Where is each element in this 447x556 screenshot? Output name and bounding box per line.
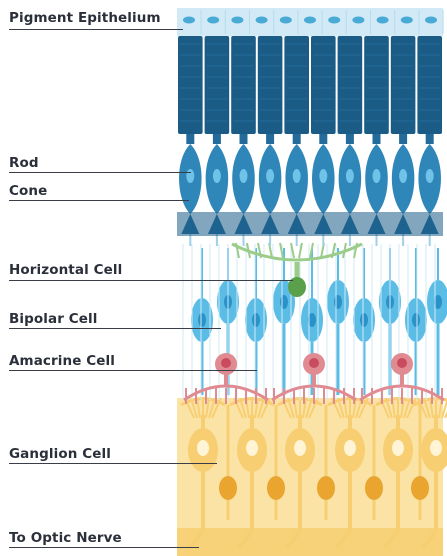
leader-line-amacrine-cell <box>9 370 257 371</box>
ganglion-nucleus <box>197 440 209 456</box>
outer-segment <box>178 36 203 134</box>
leader-line-cone <box>9 200 189 201</box>
ganglion-soma-small <box>267 476 285 500</box>
photoreceptor-nucleus <box>266 169 274 183</box>
connecting-cilium <box>319 134 327 144</box>
bipolar-cell <box>327 248 349 395</box>
outer-segment <box>258 36 283 134</box>
optic-nerve-layer <box>177 398 443 556</box>
bipolar-cell <box>427 248 447 395</box>
pigment-cell-nucleus <box>352 17 364 24</box>
photoreceptor-nucleus <box>373 169 381 183</box>
label-amacrine-cell: Amacrine Cell <box>9 353 115 369</box>
label-to-optic-nerve: To Optic Nerve <box>9 530 122 546</box>
connecting-cilium <box>426 134 434 144</box>
label-ganglion-cell: Ganglion Cell <box>9 446 111 462</box>
ganglion-nucleus <box>392 440 404 456</box>
pigment-epithelium-layer <box>177 8 443 36</box>
photoreceptor-band <box>177 212 443 236</box>
outer-segment <box>391 36 416 134</box>
connecting-cilium <box>213 134 221 144</box>
bipolar-nucleus <box>280 295 288 309</box>
outer-segment <box>205 36 230 134</box>
outer-segment <box>284 36 309 134</box>
amacrine-nucleus <box>309 358 319 368</box>
optic-nerve-fiber-band <box>177 528 443 556</box>
pigment-cell-nucleus <box>377 17 389 24</box>
label-rod: Rod <box>9 155 39 171</box>
label-cone: Cone <box>9 183 47 199</box>
photoreceptor-nucleus <box>293 169 301 183</box>
connecting-cilium <box>346 134 354 144</box>
amacrine-nucleus <box>397 358 407 368</box>
bipolar-nucleus <box>334 295 342 309</box>
amacrine-cell <box>360 353 444 404</box>
bipolar-nucleus <box>360 313 368 327</box>
connecting-cilium <box>293 134 301 144</box>
outer-segment <box>417 36 442 134</box>
outer-segment <box>311 36 336 134</box>
label-horizontal-cell: Horizontal Cell <box>9 262 122 278</box>
ganglion-soma-small <box>317 476 335 500</box>
label-bipolar-cell: Bipolar Cell <box>9 311 97 327</box>
amacrine-cell-layer <box>184 353 444 404</box>
label-pigment-epithelium: Pigment Epithelium <box>9 10 161 26</box>
leader-line-to-optic-nerve <box>9 547 199 548</box>
leader-line-rod <box>9 172 191 173</box>
amacrine-nucleus <box>221 358 231 368</box>
ganglion-soma-small <box>411 476 429 500</box>
bipolar-nucleus <box>412 313 420 327</box>
pigment-cell-nucleus <box>231 17 243 24</box>
connecting-cilium <box>186 134 194 144</box>
pigment-cell-nucleus <box>328 17 340 24</box>
pigment-cell-nucleus <box>425 17 437 24</box>
ganglion-soma-small <box>365 476 383 500</box>
leader-line-bipolar-cell <box>9 328 221 329</box>
leader-line-horizontal-cell <box>9 280 293 281</box>
photoreceptor-nucleus <box>240 169 248 183</box>
bipolar-nucleus <box>252 313 260 327</box>
connecting-cilium <box>373 134 381 144</box>
photoreceptor-layer <box>177 36 443 246</box>
photoreceptor-nucleus <box>213 169 221 183</box>
bipolar-nucleus <box>198 313 206 327</box>
pigment-cell-nucleus <box>304 17 316 24</box>
outer-segment <box>364 36 389 134</box>
connecting-cilium <box>266 134 274 144</box>
pigment-cell-nucleus <box>183 17 195 24</box>
photoreceptor-nucleus <box>399 169 407 183</box>
photoreceptor-nucleus <box>319 169 327 183</box>
ganglion-nucleus <box>344 440 356 456</box>
pigment-cell-nucleus <box>207 17 219 24</box>
pigment-cell-nucleus <box>256 17 268 24</box>
pigment-cell-nucleus <box>401 17 413 24</box>
leader-line-pigment-epithelium <box>9 29 183 30</box>
ganglion-soma-small <box>219 476 237 500</box>
leader-line-ganglion-cell <box>9 463 217 464</box>
outer-segment <box>338 36 363 134</box>
photoreceptor-nucleus <box>426 169 434 183</box>
outer-segment <box>231 36 256 134</box>
ganglion-nucleus <box>430 440 442 456</box>
connecting-cilium <box>399 134 407 144</box>
connecting-cilium <box>240 134 248 144</box>
ganglion-nucleus <box>246 440 258 456</box>
ganglion-nucleus <box>294 440 306 456</box>
pigment-cell-nucleus <box>280 17 292 24</box>
photoreceptor-nucleus <box>346 169 354 183</box>
bipolar-cell <box>273 248 295 395</box>
